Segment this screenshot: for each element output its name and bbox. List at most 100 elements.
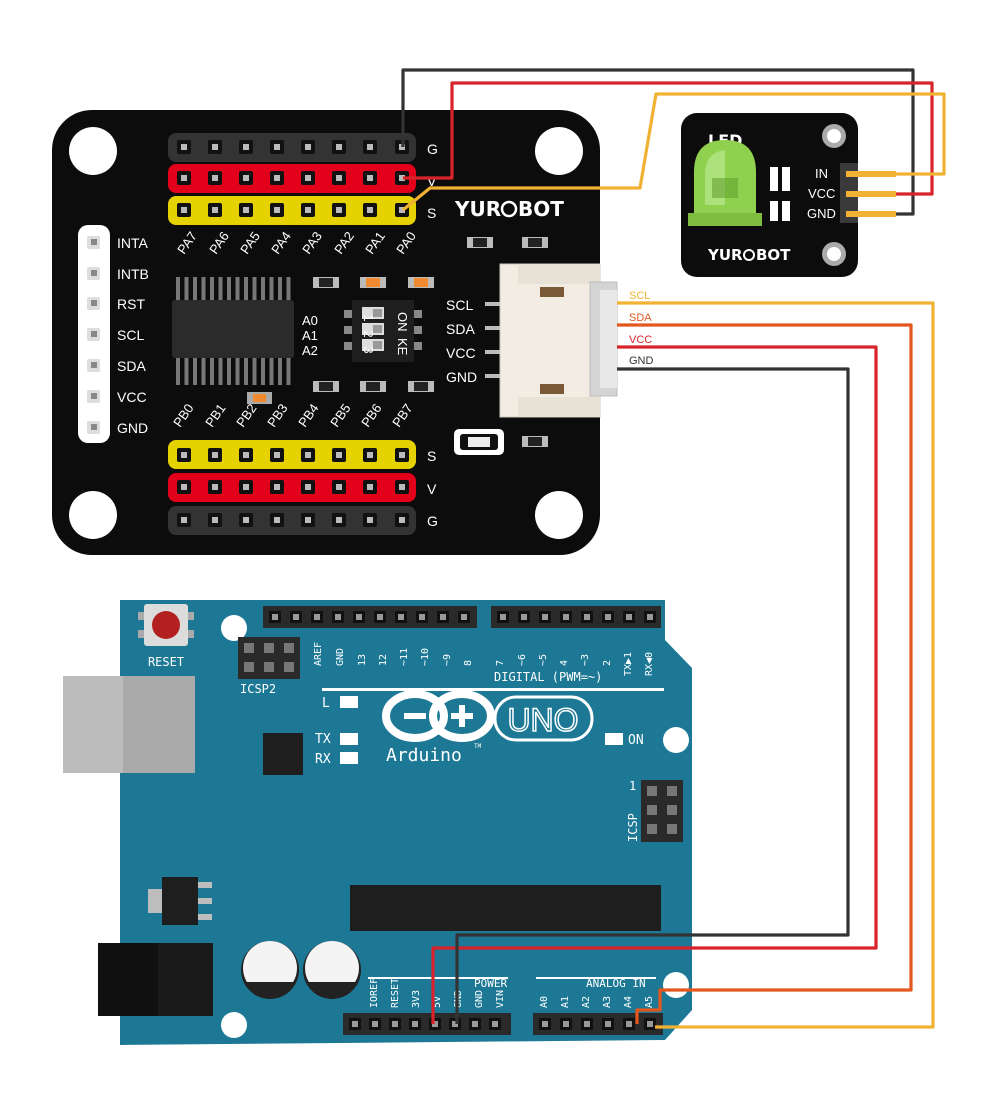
power-label: POWER <box>474 977 507 990</box>
icsp2-label: ICSP2 <box>240 682 276 696</box>
regulator-leg <box>198 898 212 904</box>
digital-pin-core <box>314 614 320 620</box>
header-pin-core <box>243 452 249 458</box>
pin-label-rst: RST <box>117 296 145 312</box>
smd-part <box>770 167 778 191</box>
header-pin-core <box>305 452 311 458</box>
led-label-on: ON <box>628 733 644 748</box>
icsp2-pin <box>244 662 254 672</box>
expander-brand-logo: YUR BOT <box>454 197 564 221</box>
header-pin-core <box>91 239 97 245</box>
regulator-tab <box>148 889 162 913</box>
header-pin-core <box>367 452 373 458</box>
header-pin-core <box>305 484 311 490</box>
led-brand-logo: YUR BOT <box>707 246 791 264</box>
smd-component-body <box>319 278 333 287</box>
row-letter-v-top: V <box>427 173 437 189</box>
header-row-vcc-bottom <box>168 473 416 502</box>
digital-pin-core <box>626 614 632 620</box>
brand-suffix: BOT <box>756 246 791 264</box>
smd-part <box>782 167 790 191</box>
digital-header-pins <box>269 611 656 623</box>
power-pin-label: IOREF <box>369 978 380 1008</box>
pin-label-scl: SCL <box>117 327 144 343</box>
expander-ic-chip <box>172 277 294 385</box>
address-label-a0: A0 <box>302 313 318 328</box>
analog-header <box>533 1013 663 1035</box>
digital-pin-label: ~3 <box>580 654 591 666</box>
header-pin-core <box>399 517 405 523</box>
reset-button-leg <box>188 630 194 638</box>
header-pin-core <box>243 144 249 150</box>
digital-header-right <box>491 606 661 628</box>
header-pin-core <box>336 175 342 181</box>
brand-prefix: YUR <box>454 197 501 221</box>
icsp-pin1-label: 1 <box>629 779 636 793</box>
analog-pin-label: A0 <box>539 996 550 1008</box>
usb-connector-face <box>63 676 123 773</box>
header-pin-core <box>399 175 405 181</box>
pin-label-vcc: VCC <box>117 389 147 405</box>
mounting-hole <box>69 491 117 539</box>
analog-pin-core <box>647 1021 653 1027</box>
digital-pin-core <box>563 614 569 620</box>
row-letter-g-bottom: G <box>427 513 438 529</box>
wire-sda <box>617 323 913 1024</box>
digital-pin-label: 12 <box>378 654 389 666</box>
header-pin-core <box>399 484 405 490</box>
digital-pin-core <box>293 614 299 620</box>
digital-pin-label: 13 <box>357 654 368 666</box>
address-label-a1: A1 <box>302 328 318 343</box>
header-pin-core <box>367 144 373 150</box>
digital-pin-core <box>335 614 341 620</box>
mounting-hole <box>663 972 689 998</box>
reset-button-leg <box>138 612 144 620</box>
analog-pin-label: A5 <box>644 996 655 1008</box>
icsp-pin <box>667 824 677 834</box>
digital-pin-core <box>419 614 425 620</box>
power-pin-core <box>412 1021 418 1027</box>
digital-pin-core <box>584 614 590 620</box>
icsp2-pin <box>244 643 254 653</box>
digital-pin-core <box>647 614 653 620</box>
smd-component-body <box>319 382 333 391</box>
header-pin-core <box>305 517 311 523</box>
header-pin-core <box>181 207 187 213</box>
header-pin-core <box>243 207 249 213</box>
icsp-pin <box>647 786 657 796</box>
mounting-hole <box>535 127 583 175</box>
wire-led-gnd <box>401 68 915 216</box>
mounting-hole <box>663 727 689 753</box>
brand-prefix: YUR <box>707 246 743 264</box>
arduino-infinity-logo <box>382 690 495 742</box>
reset-button-leg <box>188 612 194 620</box>
header-pin-core <box>305 144 311 150</box>
analog-pin-core <box>605 1021 611 1027</box>
header-row-signal-bottom <box>168 440 416 469</box>
uno-badge <box>493 695 594 742</box>
header-pin-core <box>212 207 218 213</box>
power-pin-label: VIN <box>495 990 506 1008</box>
top-header-pins <box>177 140 409 217</box>
wire-gnd <box>455 367 850 1024</box>
header-pin-core <box>336 207 342 213</box>
header-pin-core <box>367 175 373 181</box>
arduino-brand: Arduino <box>386 745 462 766</box>
analog-divider <box>536 977 656 979</box>
header-row-gnd-bottom <box>168 506 416 535</box>
connector-label-gnd: GND <box>446 369 477 385</box>
digital-pin-label: ~5 <box>538 654 549 666</box>
icsp2-pin <box>264 643 274 653</box>
wire-scl <box>617 301 935 1029</box>
dip-number: 3 <box>361 346 376 353</box>
analog-pin-core <box>626 1021 632 1027</box>
digital-pin-label: 8 <box>463 660 474 666</box>
led-on <box>605 733 623 745</box>
led-l <box>340 696 358 708</box>
reset-button-cap[interactable] <box>152 611 180 639</box>
header-pin-core <box>274 452 280 458</box>
regulator-leg <box>198 914 212 920</box>
header-pin-core <box>91 424 97 430</box>
smd-component-body <box>366 278 380 287</box>
